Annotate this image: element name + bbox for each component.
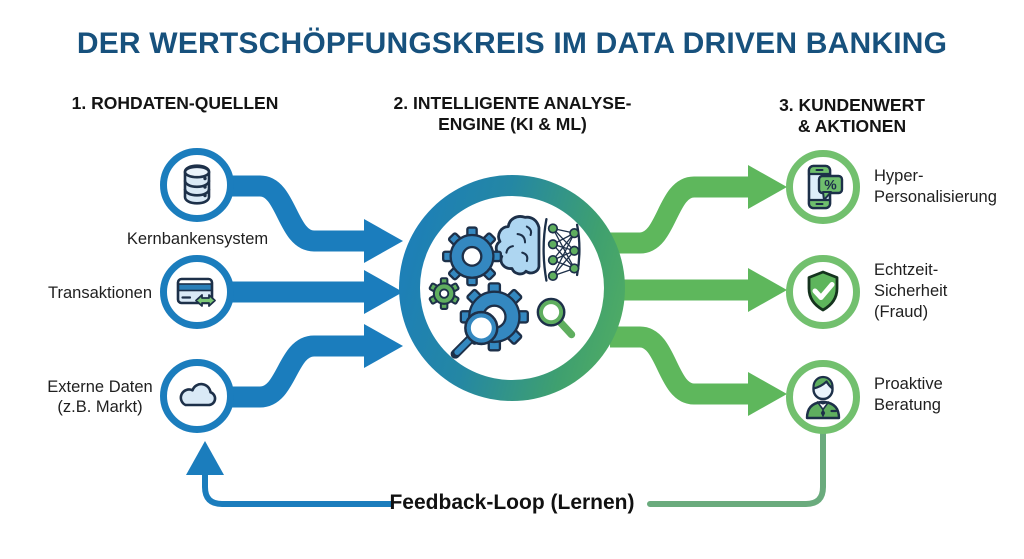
column-header-kundenwert: 3. KUNDENWERT & AKTIONEN — [737, 95, 967, 137]
label-line: Proaktive — [874, 375, 943, 393]
label-line: Hyper- — [874, 167, 924, 185]
column-header-analyse-engine: 2. INTELLIGENTE ANALYSE- ENGINE (KI & ML… — [365, 93, 660, 135]
smartphone-percent-icon: % — [807, 164, 844, 210]
label-proaktive-beratung: Proaktive Beratung — [874, 374, 1024, 416]
feedback-loop-arrow — [186, 431, 826, 507]
label-hyper-personalisierung: Hyper- Personalisierung — [874, 166, 1024, 208]
gear-icon — [442, 226, 503, 287]
label-externe-daten: Externe Daten (z.B. Markt) — [25, 377, 175, 417]
label-kernbankensystem: Kernbankensystem — [126, 230, 269, 248]
advisor-icon — [805, 375, 841, 420]
label-echtzeit-sicherheit: Echtzeit- Sicherheit (Fraud) — [874, 260, 1024, 323]
label-line: Personalisierung — [874, 188, 997, 206]
magnifier-green-icon — [536, 297, 576, 339]
header-line: 3. KUNDENWERT — [779, 95, 925, 115]
node-transaktionen — [160, 255, 234, 329]
header-line: ENGINE (KI & ML) — [438, 114, 587, 134]
shield-check-icon — [807, 270, 839, 312]
gear-small-icon — [428, 277, 460, 310]
label-line: Beratung — [874, 396, 941, 414]
node-echtzeit-sicherheit — [786, 255, 860, 329]
arrow-engine-to-personalisierung — [610, 165, 787, 254]
arrow-transaktionen-to-engine — [232, 270, 403, 314]
label-line: Echtzeit- — [874, 261, 939, 279]
label-line: (z.B. Markt) — [57, 398, 143, 416]
node-proaktive-beratung — [786, 360, 860, 434]
credit-card-icon — [176, 277, 216, 307]
label-line: Externe Daten — [47, 378, 153, 396]
page-title: DER WERTSCHÖPFUNGSKREIS IM DATA DRIVEN B… — [76, 27, 948, 60]
label-line: (Fraud) — [874, 303, 929, 321]
column-header-rohdaten: 1. ROHDATEN-QUELLEN — [35, 93, 315, 114]
cloud-icon — [179, 382, 217, 407]
node-hyper-personalisierung: % — [786, 150, 860, 224]
transfer-arrows-icon — [195, 294, 216, 307]
neural-network-icon — [542, 218, 581, 282]
arrow-externe-daten-to-engine — [228, 324, 403, 408]
brain-icon — [494, 215, 541, 276]
engine-inner-circle — [420, 196, 604, 380]
magnifier-icon — [450, 310, 499, 359]
database-icon — [183, 164, 211, 205]
header-line: 1. ROHDATEN-QUELLEN — [71, 93, 279, 113]
header-line: & AKTIONEN — [797, 116, 907, 136]
arrow-kernbankensystem-to-engine — [228, 175, 403, 263]
label-line: Sicherheit — [874, 282, 948, 300]
feedback-loop-label: Feedback-Loop (Lernen) — [389, 491, 635, 514]
label-transaktionen: Transaktionen — [48, 284, 152, 302]
arrow-engine-to-sicherheit — [610, 268, 787, 312]
header-line: 2. INTELLIGENTE ANALYSE- — [393, 93, 632, 113]
node-analyse-engine — [399, 175, 625, 401]
percent-badge: % — [824, 177, 837, 193]
arrow-engine-to-beratung — [610, 326, 787, 416]
node-externe-daten — [160, 359, 234, 433]
engine-icons — [428, 215, 581, 359]
node-kernbankensystem — [160, 148, 234, 222]
